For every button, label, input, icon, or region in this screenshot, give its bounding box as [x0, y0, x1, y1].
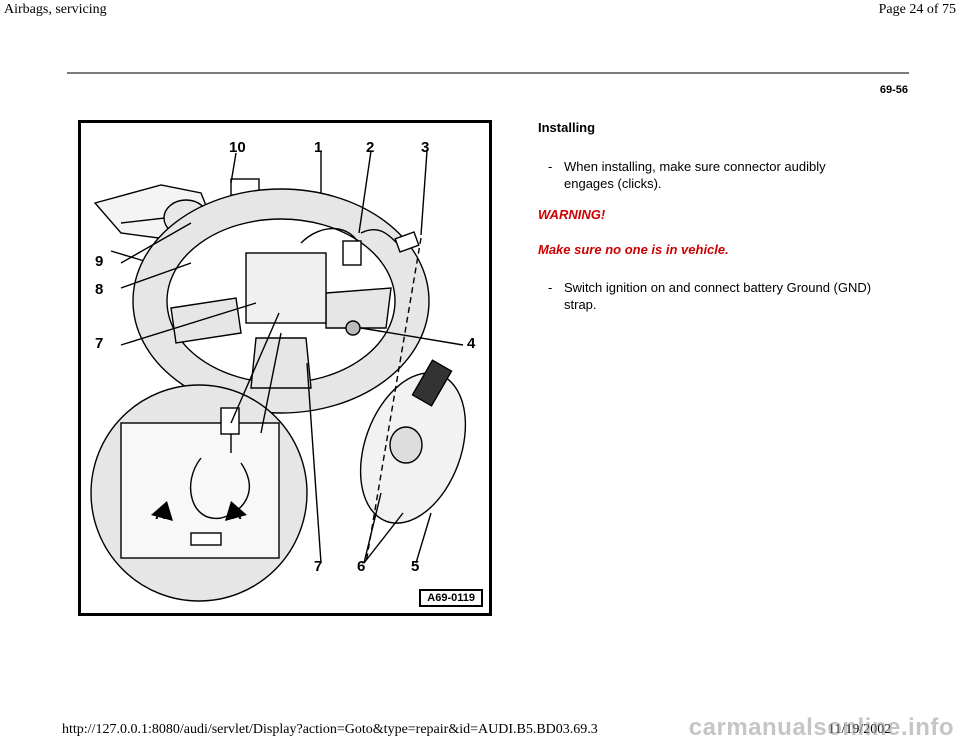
- callout-3: 3: [421, 139, 430, 156]
- callout-6: 6: [357, 558, 366, 575]
- step-2-dash: -: [548, 280, 553, 295]
- callout-a-left: A: [155, 506, 166, 523]
- footer-date: 11/19/2002: [828, 722, 892, 737]
- callout-8: 8: [95, 281, 104, 298]
- callout-7-upper: 7: [95, 335, 104, 352]
- figure-id: A69-0119: [419, 589, 483, 607]
- callout-a-right: A: [231, 506, 242, 523]
- step-2: - Switch ignition on and connect battery…: [548, 279, 878, 313]
- steering-wheel-figure: 10 1 2 3 9 8 7 4 7 6 5 A A A69-0119: [78, 120, 492, 616]
- header-rule: [67, 72, 909, 74]
- callout-9: 9: [95, 253, 104, 270]
- footer-url[interactable]: http://127.0.0.1:8080/audi/servlet/Displ…: [62, 722, 598, 737]
- warning-title: WARNING!: [538, 207, 606, 222]
- callout-7-lower: 7: [314, 558, 323, 575]
- step-2-text: Switch ignition on and connect battery G…: [564, 280, 872, 312]
- page-indicator: Page 24 of 75: [878, 2, 956, 17]
- step-1: - When installing, make sure connector a…: [548, 158, 878, 192]
- callout-5: 5: [411, 558, 420, 575]
- document-title: Airbags, servicing: [4, 2, 107, 17]
- page-number: 69-56: [879, 84, 908, 96]
- watermark: carmanualsonline.info: [688, 714, 954, 741]
- step-1-text: When installing, make sure connector aud…: [564, 159, 826, 191]
- section-heading: Installing: [538, 120, 596, 135]
- callout-10: 10: [229, 139, 246, 156]
- callout-2: 2: [366, 139, 375, 156]
- warning-text: Make sure no one is in vehicle.: [538, 242, 729, 257]
- callout-4: 4: [467, 335, 476, 352]
- step-1-dash: -: [548, 159, 553, 174]
- steering-wheel-drawing: [90, 150, 467, 602]
- callout-1: 1: [314, 139, 323, 156]
